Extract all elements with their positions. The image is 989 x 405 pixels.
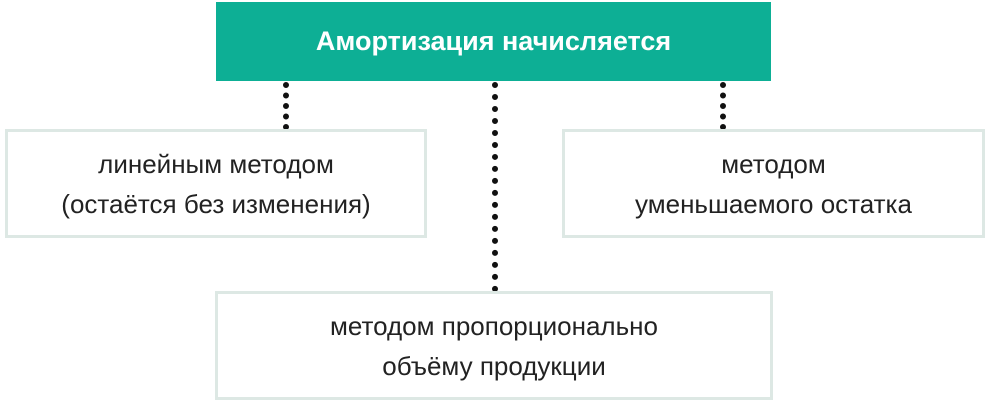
connector-linear <box>283 82 289 130</box>
box-linear-method: линейным методом (остаётся без изменения… <box>5 129 427 238</box>
box-production-line1: методом пропорционально <box>330 310 658 341</box>
box-declining-balance: методом уменьшаемого остатка <box>562 129 985 238</box>
box-declining-line2: уменьшаемого остатка <box>635 188 912 219</box>
box-declining-line1: методом <box>721 148 826 179</box>
box-linear-line2: (остаётся без изменения) <box>61 188 371 219</box>
header-box: Амортизация начисляется <box>216 2 771 81</box>
box-production-method: методом пропорционально объёму продукции <box>215 291 773 400</box>
box-linear-line1: линейным методом <box>98 148 334 179</box>
box-production-line2: объёму продукции <box>382 350 606 381</box>
connector-production <box>492 82 498 292</box>
connector-declining <box>720 82 726 130</box>
header-title: Амортизация начисляется <box>315 26 672 56</box>
